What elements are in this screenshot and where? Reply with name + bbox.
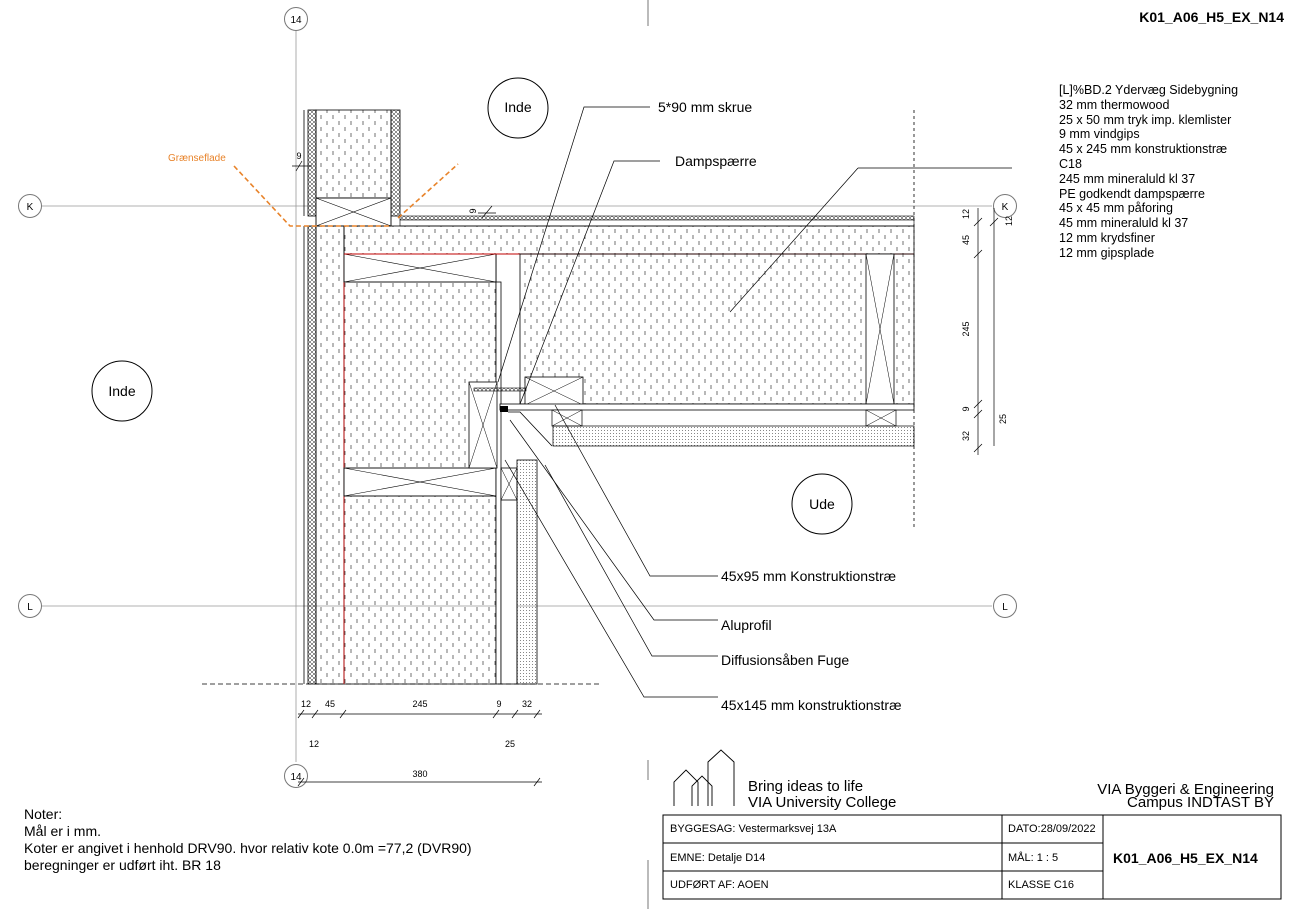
dim-b-380: 380: [412, 769, 427, 779]
grid-label: L: [1002, 602, 1008, 613]
spec-line: 45 x 45 mm påforing: [1059, 201, 1173, 216]
tb-klasse: KLASSE C16: [1008, 879, 1075, 891]
room-label: Inde: [108, 383, 135, 399]
tb-maal: MÅL: 1 : 5: [1008, 852, 1059, 864]
callout-timber-45x95: 45x95 mm Konstruktionstræ: [721, 568, 896, 584]
dim-top-9: 9: [296, 151, 301, 161]
brand-right: VIA Byggeri & Engineering Campus INDTAST…: [1097, 782, 1274, 811]
grid-bubble-l-left: L: [18, 594, 42, 618]
callout-aluprofil: Aluprofil: [721, 617, 772, 633]
grid-label: K: [1002, 202, 1009, 213]
grid-label: 14: [290, 15, 302, 26]
dim-b-12-low: 12: [309, 739, 319, 749]
spec-line: 9 mm vindgips: [1059, 127, 1140, 142]
boundary-line: [233, 163, 459, 227]
tb-udfoert: UDFØRT AF: AOEN: [670, 879, 769, 891]
dim-r-245: 245: [961, 321, 971, 336]
roof-deck: [343, 215, 915, 447]
dim-r-45: 45: [961, 235, 971, 245]
brand-campus: Campus INDTAST BY: [1127, 794, 1274, 811]
brand-college: VIA University College: [748, 794, 897, 811]
dim-r-32: 32: [961, 431, 971, 441]
spec-line: 32 mm thermowood: [1059, 97, 1170, 112]
grid-bubble-14-top: 14: [284, 7, 308, 31]
leader-lines: [497, 106, 1012, 698]
notes: Noter: Mål er i mm. Koter er angivet i h…: [24, 806, 472, 874]
grid-label: L: [27, 602, 33, 613]
brand-left: Bring ideas to life VIA University Colle…: [748, 779, 896, 811]
tb-emne: EMNE: Detalje D14: [670, 852, 766, 864]
grid-bubble-l-right: L: [993, 594, 1017, 618]
spec-line: 12 mm gipsplade: [1059, 245, 1155, 260]
lower-wall: [303, 225, 538, 685]
dimension-lines: [292, 160, 999, 787]
room-label: Ude: [809, 496, 835, 512]
spec-line: 45 x 245 mm konstruktionstræ: [1059, 142, 1228, 157]
note-line: beregninger er udført iht. BR 18: [24, 857, 221, 873]
dim-b-9: 9: [496, 699, 501, 709]
grid-label: 14: [290, 772, 302, 783]
boundary-label: Grænseflade: [168, 153, 226, 164]
dim-b-245: 245: [412, 699, 427, 709]
spec-line: C18: [1059, 156, 1082, 171]
layer-spec-list: [L]%BD.2 Ydervæg Sidebygning 32 mm therm…: [1059, 83, 1238, 261]
dim-b-25-low: 25: [505, 739, 515, 749]
notes-heading: Noter:: [24, 806, 63, 822]
spec-line: 245 mm mineraluld kl 37: [1059, 171, 1196, 186]
callout-timber-45x145: 45x145 mm konstruktionstræ: [721, 697, 902, 713]
upper-wall: [303, 109, 401, 227]
grid-bubble-k-left: K: [18, 194, 42, 218]
note-line: Mål er i mm.: [24, 823, 101, 839]
dim-b-12: 12: [301, 699, 311, 709]
grid-bubble-k-right: K: [993, 194, 1017, 218]
room-bubble-inde-left: Inde: [91, 360, 153, 422]
spec-line: 25 x 50 mm tryk imp. klemlister: [1059, 112, 1232, 127]
brand-tagline: Bring ideas to life: [748, 778, 864, 795]
title-block-frame: [662, 814, 1282, 900]
tb-dato: DATO:28/09/2022: [1008, 823, 1096, 835]
dim-roof-9: 9: [468, 208, 478, 213]
callout-screw: 5*90 mm skrue: [658, 99, 752, 115]
spec-line: PE godkendt dampspærre: [1059, 186, 1205, 201]
callout-vapour-barrier: Dampspærre: [675, 153, 757, 169]
dim-r-9: 9: [961, 406, 971, 411]
dim-r-12a: 12: [961, 209, 971, 219]
room-bubble-inde-top: Inde: [487, 77, 549, 139]
sheet-id-top: K01_A06_H5_EX_N14: [1139, 9, 1284, 25]
spec-line: 45 mm mineraluld kl 37: [1059, 216, 1189, 231]
note-line: Koter er angivet i henhold DRV90. hvor r…: [24, 840, 472, 856]
callout-joint: Diffusionsåben Fuge: [721, 652, 849, 668]
dim-r-25: 25: [998, 414, 1008, 424]
room-bubble-ude: Ude: [791, 473, 853, 535]
via-logo: [673, 749, 735, 806]
room-label: Inde: [504, 99, 531, 115]
dim-b-32: 32: [522, 699, 532, 709]
dim-b-45: 45: [325, 699, 335, 709]
tb-sheet-id: K01_A06_H5_EX_N14: [1113, 850, 1258, 866]
tb-byggesag: BYGGESAG: Vestermarksvej 13A: [670, 823, 837, 835]
dim-r-12b: 12: [1004, 216, 1014, 226]
brand-dept: VIA Byggeri & Engineering: [1097, 781, 1274, 798]
grid-label: K: [27, 202, 34, 213]
spec-line: [L]%BD.2 Ydervæg Sidebygning: [1059, 83, 1239, 97]
spec-line: 12 mm krydsfiner: [1059, 230, 1155, 245]
grid-bubble-14-bottom: 14: [284, 764, 308, 788]
